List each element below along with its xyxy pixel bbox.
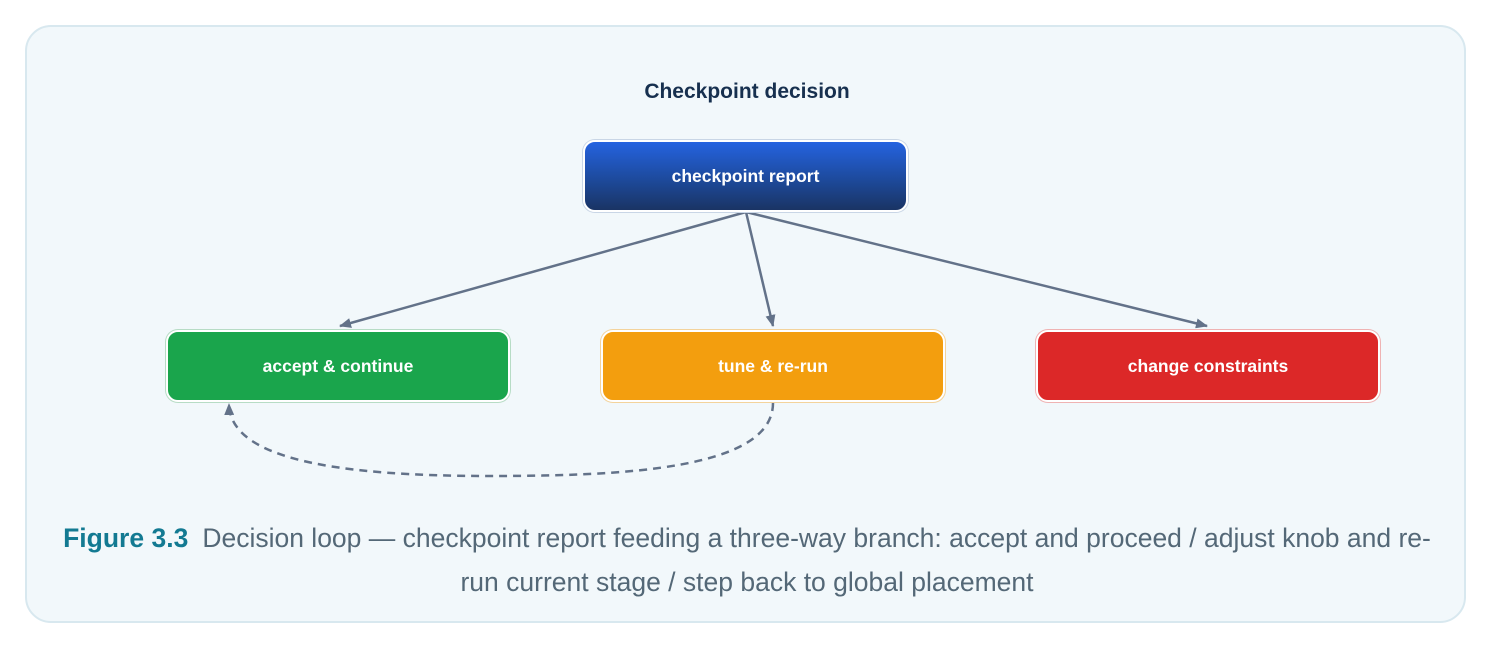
- edge-report-to-change: [745, 210, 1208, 329]
- node-accept-continue-label: accept & continue: [262, 355, 414, 376]
- node-change-constraints-label: change constraints: [1127, 355, 1289, 376]
- figure-caption: Figure 3.3 Decision loop — checkpoint rep…: [60, 516, 1434, 604]
- edge-report-to-tune: [744, 211, 776, 327]
- diagram-title: Checkpoint decision: [644, 80, 850, 103]
- edge-tune-loop-to-accept: [224, 402, 775, 478]
- edge-report-to-accept: [339, 210, 747, 328]
- figure-label: Figure 3.3: [63, 523, 189, 553]
- node-change-constraints: change constraints: [1036, 330, 1380, 402]
- node-checkpoint-report: checkpoint report: [583, 140, 908, 212]
- node-accept-continue: accept & continue: [166, 330, 510, 402]
- figure-card: [25, 25, 1466, 623]
- node-checkpoint-report-label: checkpoint report: [671, 165, 820, 186]
- node-tune-rerun: tune & re-run: [601, 330, 945, 402]
- caption-text: Decision loop — checkpoint report feedin…: [202, 523, 1431, 597]
- node-tune-rerun-label: tune & re-run: [718, 355, 828, 376]
